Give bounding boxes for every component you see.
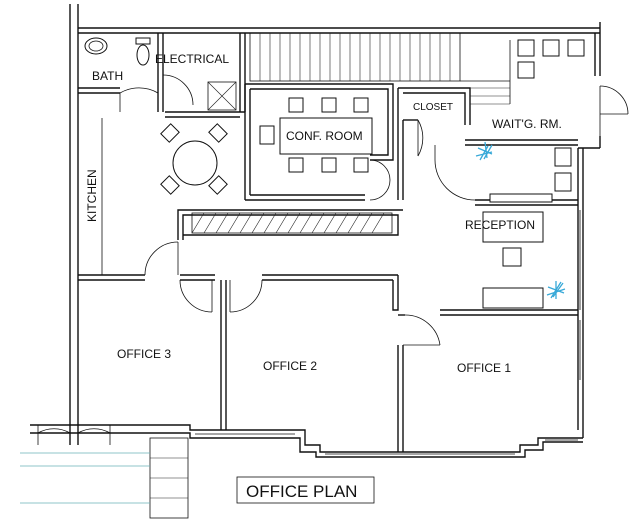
room-label-conference: CONF. ROOM [286,129,363,143]
room-label-office-2: OFFICE 2 [263,359,317,373]
entry-landing [20,425,189,519]
room-label-office-3: OFFICE 3 [117,347,171,361]
stair-icon [249,32,511,105]
door-swing-icon [119,74,629,346]
conference-table [279,117,373,155]
room-label-electrical: ELECTRICAL [155,52,229,66]
reception-counter [482,193,553,309]
round-table-icon [172,140,218,186]
plan-title: OFFICE PLAN [236,476,375,504]
room-labels: BATH ELECTRICAL KITCHEN CONF. ROOM CLOSE… [85,52,562,375]
room-label-office-1: OFFICE 1 [457,361,511,375]
sink-icon [84,37,108,55]
plant-icon [475,141,566,299]
toilet-icon [135,37,151,66]
room-label-closet: CLOSET [413,102,453,113]
room-label-bath: BATH [92,69,123,83]
chair-icon [259,97,369,173]
chair-icon [160,123,228,195]
room-label-kitchen: KITCHEN [85,169,99,222]
room-label-waiting: WAIT'G. RM. [492,117,562,131]
storage-cabinet [191,212,393,234]
plan-title-text: OFFICE PLAN [246,482,357,501]
chair-icon [517,39,585,192]
interior-walls [78,33,578,452]
room-label-reception: RECEPTION [465,218,535,232]
outer-walls [30,4,601,458]
